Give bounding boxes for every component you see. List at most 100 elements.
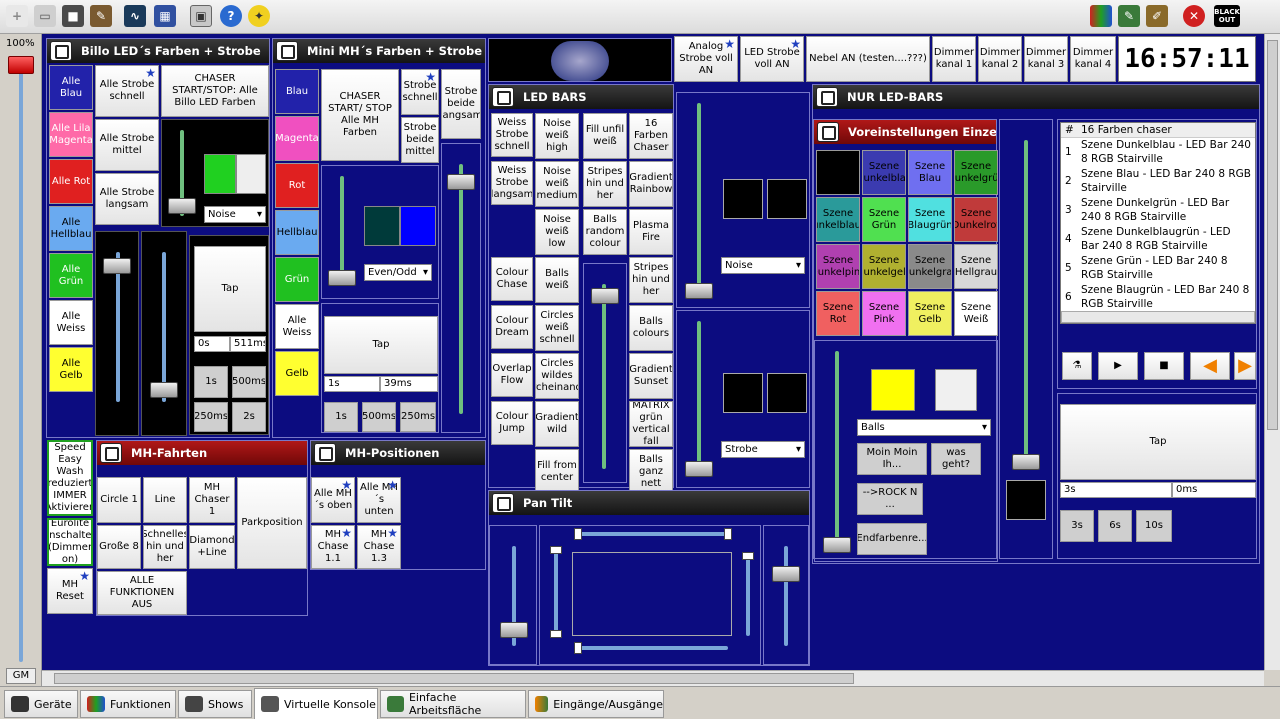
speed-button[interactable]: 10s — [1136, 510, 1172, 542]
fullscreen-icon[interactable]: ▣ — [190, 5, 212, 27]
led-button-c2-2[interactable]: Noise weiß low — [535, 209, 579, 255]
button-color-0[interactable]: Alle Blau — [49, 65, 93, 110]
button-mh-color-1[interactable]: Magenta — [275, 116, 319, 161]
speed-field[interactable]: 1s — [324, 376, 380, 392]
led-button-c3-1[interactable]: Stripes hin und her — [583, 161, 627, 207]
scene-button-12[interactable]: Szene Rot — [816, 291, 860, 336]
led-button-c2-1[interactable]: Noise weiß medium — [535, 161, 579, 207]
list-scrollbar[interactable] — [1061, 311, 1255, 323]
scroll-thumb[interactable] — [1267, 40, 1278, 430]
scene-button-1[interactable]: Szene Dunkelblau — [862, 150, 906, 195]
gm-label[interactable]: GM — [6, 668, 36, 684]
scene-button-3[interactable]: Szene Dunkelgrün — [954, 150, 998, 195]
button-led-strobe[interactable]: LED Strobe voll AN★ — [740, 36, 804, 82]
about-icon[interactable]: ✦ — [248, 5, 270, 27]
speed-button[interactable]: 6s — [1098, 510, 1132, 542]
button-line[interactable]: Line — [143, 477, 187, 523]
gm-knob[interactable] — [8, 56, 34, 74]
ledbar-effect-select[interactable]: Noise — [721, 257, 805, 274]
frame-icon[interactable] — [492, 87, 514, 107]
tab-eingaenge-ausgaenge[interactable]: Eingänge/Ausgänge — [528, 690, 664, 718]
help-icon[interactable]: ? — [220, 5, 242, 27]
led-button-c2-6[interactable]: Gradient wild — [535, 401, 579, 447]
speed-button[interactable]: 250ms — [400, 402, 436, 432]
speed-field[interactable]: 511ms — [230, 336, 266, 352]
audio-button[interactable]: -->ROCK N ... — [857, 483, 923, 515]
slider-knob[interactable] — [823, 537, 851, 553]
tap-button[interactable]: Tap — [324, 316, 438, 374]
button-dimmer-4[interactable]: Dimmer kanal 4 — [1070, 36, 1116, 82]
button-grosse-8[interactable]: Große 8 — [97, 525, 141, 569]
button-analog-strobe[interactable]: Analog Strobe voll AN★ — [674, 36, 738, 82]
button-strobe-langsam-mh[interactable]: Strobe beide langsam — [441, 69, 481, 139]
color-swatch[interactable] — [767, 373, 807, 413]
led-button-c1-6[interactable]: Colour Jump — [491, 401, 533, 445]
led-button-c4-1[interactable]: Gradient Rainbow — [629, 161, 673, 207]
range-handle[interactable] — [574, 528, 582, 540]
tab-shows[interactable]: Shows — [178, 690, 252, 718]
frame-icon[interactable] — [314, 443, 336, 463]
button-color-5[interactable]: Alle Weiss — [49, 300, 93, 345]
button-eurolite[interactable]: Eurolite Anschalten (Dimmer on) — [47, 518, 93, 566]
open-icon[interactable]: ▭ — [34, 5, 56, 27]
frame-icon[interactable] — [492, 493, 514, 513]
button-dimmer-2[interactable]: Dimmer kanal 2 — [978, 36, 1022, 82]
button-color-2[interactable]: Alle Rot — [49, 159, 93, 204]
console-vscroll[interactable] — [1264, 34, 1280, 670]
button-mh-reset[interactable]: MH Reset★ — [47, 568, 93, 614]
speed-field[interactable]: 0s — [194, 336, 230, 352]
ledbar-effect-select[interactable]: Strobe — [721, 441, 805, 458]
chaser-next-button[interactable]: ▶ — [1234, 352, 1256, 380]
color-swatch[interactable] — [767, 179, 807, 219]
scene-button-14[interactable]: Szene Gelb — [908, 291, 952, 336]
speed-button[interactable]: 500ms — [232, 366, 266, 398]
speed-button[interactable]: 1s — [324, 402, 358, 432]
console-hscrollbar[interactable] — [42, 670, 1264, 686]
led-button-c2-3[interactable]: Balls weiß — [535, 257, 579, 303]
blocks-icon[interactable] — [1090, 5, 1112, 27]
led-button-c4-3[interactable]: Stripes hin und her — [629, 257, 673, 303]
button-mh-oben[interactable]: Alle MH´s oben★ — [311, 477, 355, 523]
chaser-stop-button[interactable]: ■ — [1144, 352, 1184, 380]
button-diamond[interactable]: Diamond +Line — [189, 525, 235, 569]
button-color-3[interactable]: Alle Hellblau — [49, 206, 93, 251]
led-button-c4-4[interactable]: Balls colours — [629, 305, 673, 351]
speed-field[interactable]: 3s — [1060, 482, 1172, 498]
led-button-c4-5[interactable]: Gradient Sunset — [629, 353, 673, 399]
mh-effect-select[interactable]: Even/Odd — [364, 264, 432, 281]
pencil-icon[interactable]: ✎ — [1118, 5, 1140, 27]
led-button-c2-4[interactable]: Circles weiß schnell — [535, 305, 579, 351]
range-handle[interactable] — [724, 528, 732, 540]
led-button-c1-1[interactable]: Weiss Strobe langsam — [491, 161, 533, 205]
billo-effect-select[interactable]: Noise — [204, 206, 266, 223]
audio-button[interactable]: Endfarbenre... — [857, 523, 927, 555]
button-speed-easywash[interactable]: Speed Easy Wash reduziert IMMER Aktivier… — [47, 440, 93, 516]
button-strobe-schnell-mh[interactable]: Strobe schnell★ — [401, 69, 439, 115]
chaser-play-button[interactable]: ▶ — [1098, 352, 1138, 380]
button-strobe-langsam[interactable]: Alle Strobe langsam — [95, 173, 159, 225]
speed-field[interactable]: 39ms — [380, 376, 438, 392]
tools-icon[interactable]: ✎ — [90, 5, 112, 27]
led-button-c4-2[interactable]: Plasma Fire — [629, 209, 673, 255]
led-button-c1-0[interactable]: Weiss Strobe schnell — [491, 113, 533, 157]
button-color-6[interactable]: Alle Gelb — [49, 347, 93, 392]
button-mh-chaser-1[interactable]: MH Chaser 1 — [189, 477, 235, 523]
button-mh-color-2[interactable]: Rot — [275, 163, 319, 208]
frame-icon[interactable] — [817, 122, 839, 142]
slider-knob[interactable] — [1012, 454, 1040, 470]
new-file-icon[interactable]: + — [6, 5, 28, 27]
led-button-c4-6[interactable]: MATRIX grün vertical fall — [629, 401, 673, 447]
frame-icon[interactable] — [50, 41, 72, 61]
color-swatch[interactable] — [935, 369, 977, 411]
frame-icon[interactable] — [276, 41, 298, 61]
range-handle[interactable] — [574, 642, 582, 654]
button-color-4[interactable]: Alle Grün — [49, 253, 93, 298]
xy-area[interactable] — [572, 552, 732, 636]
button-color-1[interactable]: Alle Lila Magenta — [49, 112, 93, 157]
tap-button[interactable]: Tap — [194, 246, 266, 332]
button-chaser-mh[interactable]: CHASER START/ STOP Alle MH Farben — [321, 69, 399, 161]
led-button-c2-0[interactable]: Noise weiß high — [535, 113, 579, 159]
